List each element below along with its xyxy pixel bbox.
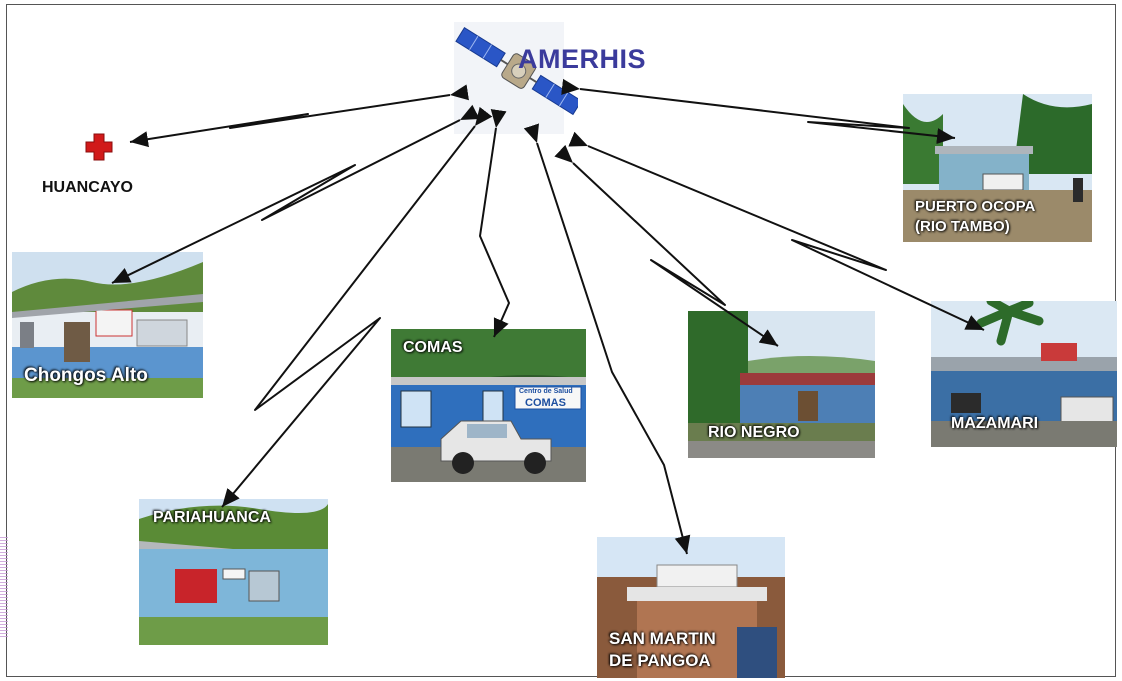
link-comas [479, 109, 510, 338]
site-label-sanmartin-2: DE PANGOA [609, 651, 711, 670]
hospital-label: HUANCAYO [42, 179, 133, 196]
site-label-rionegro: RIO NEGRO [708, 424, 800, 441]
red-cross-icon [85, 133, 113, 161]
site-photo-sanmartin: SAN MARTIN DE PANGOA [597, 537, 785, 678]
link-sanmartin [523, 123, 691, 555]
site-photo-pariahuanca: PARIAHUANCA [139, 499, 328, 645]
site-photo-mazamari: MAZAMARI [931, 301, 1117, 447]
link-mazamari [568, 131, 985, 331]
site-photo-chongos: Chongos Alto [12, 252, 203, 398]
site-label-sanmartin-1: SAN MARTIN [609, 629, 716, 648]
site-photo-rionegro: RIO NEGRO [688, 311, 875, 458]
site-label-pariahuanca: PARIAHUANCA [153, 509, 271, 526]
link-chongos [111, 104, 480, 284]
site-label-mazamari: MAZAMARI [951, 415, 1039, 432]
hub-title: AMERHIS [518, 44, 647, 74]
link-rionegro [554, 144, 779, 347]
link-puerto [561, 78, 956, 145]
link-huancayo [129, 84, 469, 148]
margin-marker [0, 537, 8, 637]
site-label-chongos: Chongos Alto [24, 365, 148, 386]
link-pariahuanca [221, 106, 493, 508]
